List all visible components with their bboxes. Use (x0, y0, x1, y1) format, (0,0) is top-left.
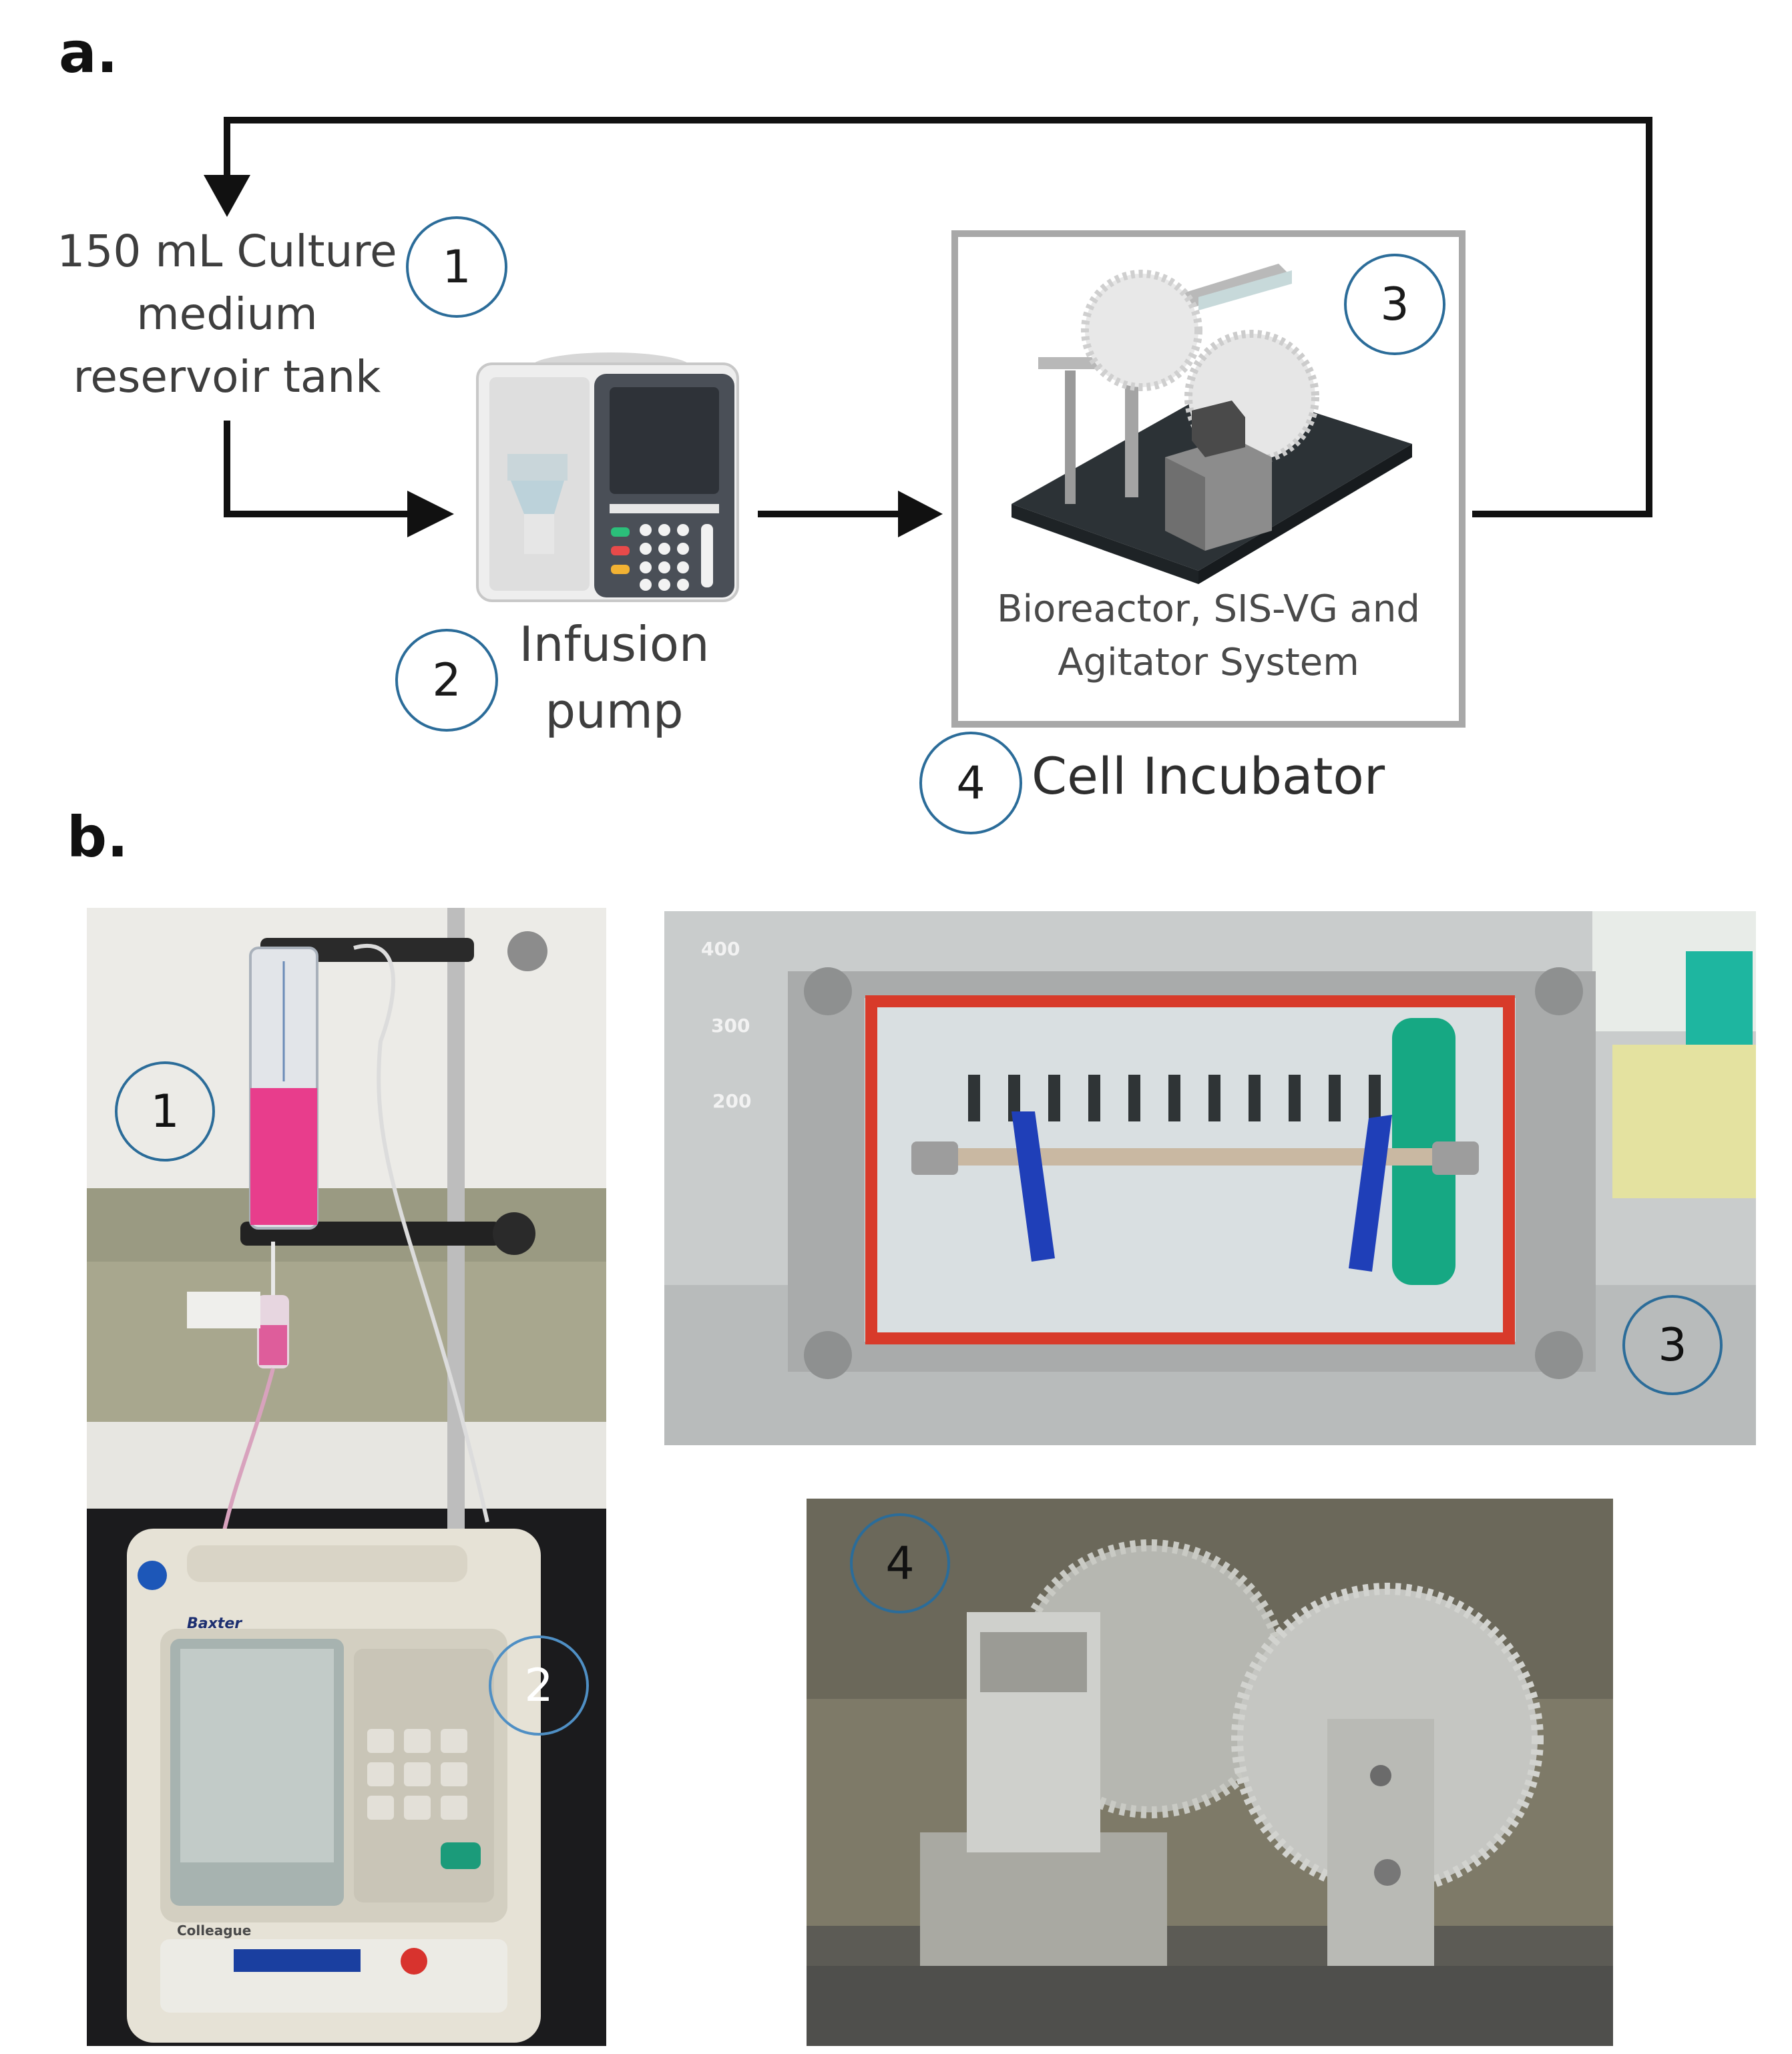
pump-line-2: pump (545, 683, 684, 739)
photo-marker-4: 4 (850, 1513, 950, 1613)
bioreactor-scene (664, 911, 1756, 1445)
marker-3: 3 (1344, 254, 1445, 355)
tick-300: 300 (711, 1015, 750, 1037)
infusion-pump-icon (476, 352, 739, 602)
tick-200: 200 (712, 1090, 752, 1112)
flow-diagram (204, 117, 1652, 537)
pump-label: Infusion pump (487, 611, 741, 744)
photo-bioreactor: 400 300 200 3 (664, 911, 1756, 1445)
photo-marker-2: 2 (489, 1635, 589, 1736)
reservoir-to-pump-line (224, 421, 411, 517)
reservoir-label: 150 mL Culture medium reservoir tank (40, 220, 414, 409)
brand-text: Baxter (187, 1615, 242, 1632)
panel-b-letter: b. (67, 804, 129, 870)
photo-marker-3: 3 (1622, 1295, 1723, 1395)
arrow-into-box (898, 491, 943, 537)
marker-2: 2 (395, 629, 498, 732)
box-label: Bioreactor, SIS-VG and Agitator System (958, 583, 1459, 690)
arrow-into-reservoir (204, 175, 250, 217)
arrow-into-pump (407, 491, 454, 537)
box-line-2: Agitator System (1058, 641, 1359, 684)
pump-line-1: Infusion (519, 616, 710, 672)
model-text: Colleague (177, 1922, 252, 1939)
reservoir-pump-scene (87, 908, 606, 2046)
photo-agitator: 4 (807, 1499, 1613, 2046)
bioreactor-box: Bioreactor, SIS-VG and Agitator System (951, 230, 1466, 728)
agitator-scene (807, 1499, 1613, 2046)
reservoir-line-3: reservoir tank (73, 351, 381, 403)
incubator-label: Cell Incubator (1032, 746, 1385, 806)
tick-400: 400 (701, 938, 740, 960)
panel-a-letter: a. (59, 20, 118, 85)
bioreactor-agitator-illustration (1012, 264, 1412, 584)
photo-reservoir-and-pump: Baxter Colleague 1 2 (87, 908, 606, 2046)
marker-4: 4 (919, 732, 1022, 834)
reservoir-line-2: medium (136, 288, 318, 340)
box-line-1: Bioreactor, SIS-VG and (997, 587, 1420, 631)
reservoir-line-1: 150 mL Culture (57, 226, 397, 277)
photo-marker-1: 1 (115, 1061, 215, 1162)
return-loop-line (224, 117, 1652, 517)
marker-1: 1 (406, 216, 507, 318)
